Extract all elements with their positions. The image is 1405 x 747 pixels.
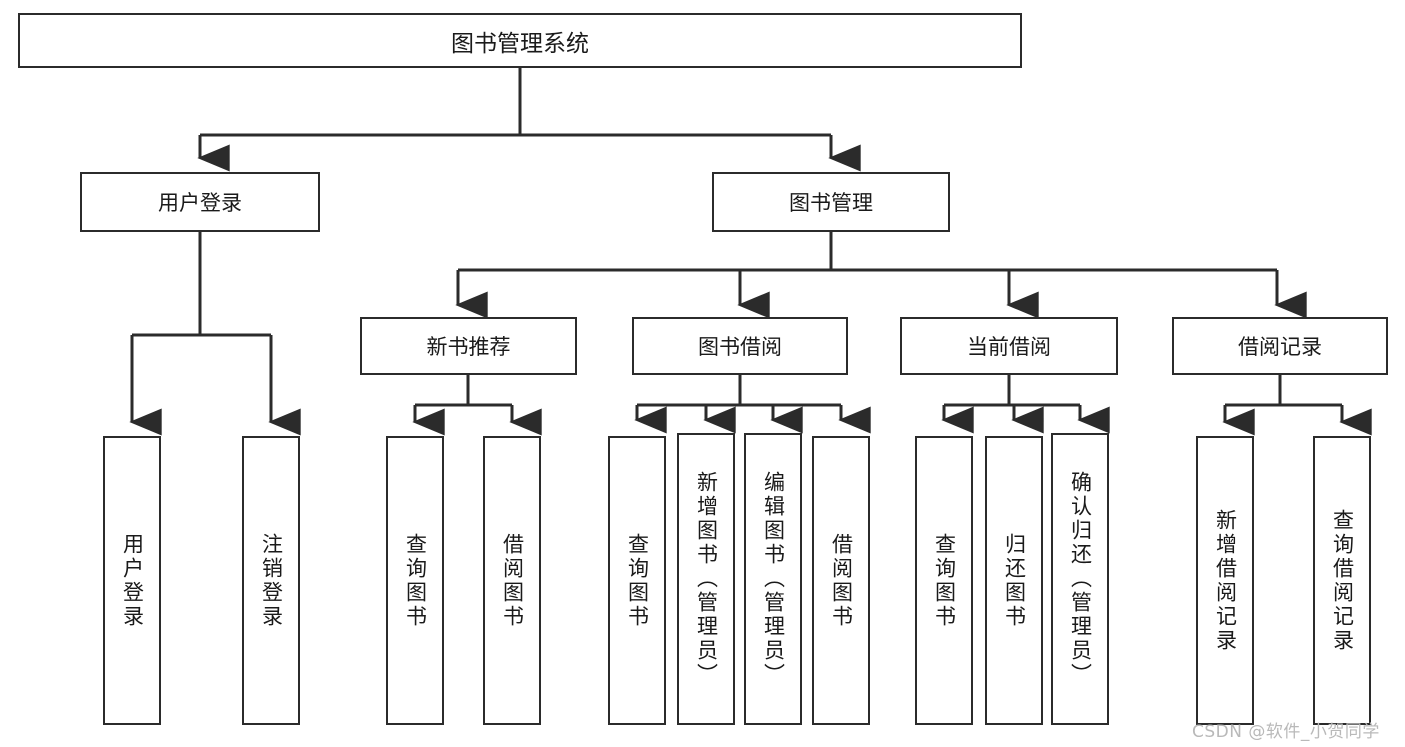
csdn-watermark: CSDN @软件_小贺同学 [1192,722,1380,742]
leaf-label: 借阅图书 [500,532,525,629]
leaf-label: 查询图书 [625,532,650,629]
leaf-label: 用户登录 [120,532,145,629]
node-borrow-record[interactable]: 借阅记录 [1172,317,1388,375]
leaf-query-book-current[interactable]: 查询图书 [915,436,973,725]
leaf-logout[interactable]: 注销登录 [242,436,300,725]
node-book-management-label: 图书管理 [789,191,873,215]
node-current-borrow[interactable]: 当前借阅 [900,317,1118,375]
node-root-label: 图书管理系统 [451,30,589,57]
leaf-query-book-borrow[interactable]: 查询图书 [608,436,666,725]
node-root[interactable]: 图书管理系统 [18,13,1022,68]
leaf-add-book-admin[interactable]: 新增图书（管理员） [677,433,735,725]
leaf-label: 归还图书 [1002,532,1027,629]
node-book-management[interactable]: 图书管理 [712,172,950,232]
node-user-login[interactable]: 用户登录 [80,172,320,232]
leaf-return-book[interactable]: 归还图书 [985,436,1043,725]
leaf-confirm-return-admin[interactable]: 确认归还（管理员） [1051,433,1109,725]
leaf-borrow-book[interactable]: 借阅图书 [812,436,870,725]
leaf-query-borrow-record[interactable]: 查询借阅记录 [1313,436,1371,725]
leaf-add-borrow-record[interactable]: 新增借阅记录 [1196,436,1254,725]
node-book-borrow[interactable]: 图书借阅 [632,317,848,375]
leaf-label: 借阅图书 [829,532,854,629]
leaf-label: 查询借阅记录 [1330,508,1355,653]
leaf-label: 注销登录 [259,532,284,629]
leaf-label: 新增借阅记录 [1213,508,1238,653]
node-user-login-label: 用户登录 [158,191,242,215]
leaf-label: 新增图书（管理员） [694,471,719,687]
node-new-book-recommend[interactable]: 新书推荐 [360,317,577,375]
leaf-label: 查询图书 [403,532,428,629]
leaf-user-login[interactable]: 用户登录 [103,436,161,725]
node-current-borrow-label: 当前借阅 [967,335,1051,359]
leaf-edit-book-admin[interactable]: 编辑图书（管理员） [744,433,802,725]
node-borrow-record-label: 借阅记录 [1238,335,1322,359]
leaf-label: 确认归还（管理员） [1068,471,1093,687]
leaf-borrow-book-recommend[interactable]: 借阅图书 [483,436,541,725]
leaf-query-book-recommend[interactable]: 查询图书 [386,436,444,725]
node-book-borrow-label: 图书借阅 [698,335,782,359]
node-new-book-recommend-label: 新书推荐 [426,335,511,359]
leaf-label: 编辑图书（管理员） [761,471,786,687]
leaf-label: 查询图书 [932,532,957,629]
